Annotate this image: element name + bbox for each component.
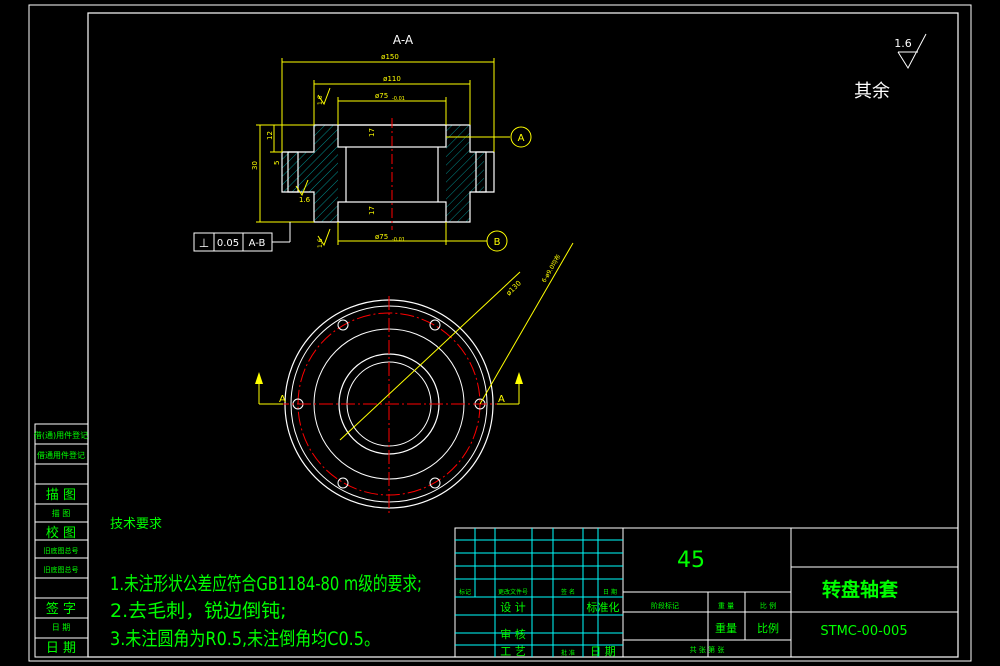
dim-d150: ø150	[381, 53, 399, 61]
flange-hole-right	[475, 151, 487, 193]
svg-text:1.6: 1.6	[299, 196, 311, 204]
section-label: A-A	[393, 33, 414, 47]
datum-a-label: A	[518, 133, 525, 144]
hatch-left	[300, 125, 338, 222]
tech-item-3: 3.未注圆角为R0.5,未注倒角均C0.5。	[110, 628, 380, 650]
material-value: 45	[677, 548, 705, 573]
datum-b-label: B	[494, 237, 501, 248]
gdt-frame: ⊥ 0.05 A-B	[193, 222, 291, 252]
svg-text:日 期: 日 期	[603, 588, 617, 596]
dim-d75-top: ø75	[375, 92, 388, 100]
svg-text:共 张 第 张: 共 张 第 张	[690, 645, 725, 654]
roughness-mark-3: 1.6	[317, 228, 331, 248]
tech-requirements: 技术要求 1.未注形状公差应符合GB1184-80 m级的要求; 2.去毛刺，锐…	[110, 517, 422, 650]
svg-text:借通用件登记: 借通用件登记	[37, 450, 85, 460]
svg-text:借(通)用件登记: 借(通)用件登记	[34, 430, 88, 440]
hatch-right	[446, 125, 484, 222]
title-block: 45 转盘轴套 STMC-00-005 标记 更改文件号 签 名 日 期 设 计…	[454, 527, 959, 658]
roughness-mark-2: 1.6	[295, 179, 311, 204]
svg-text:标记: 标记	[459, 588, 471, 596]
gdt-datum: A-B	[249, 238, 266, 249]
inner-frame	[87, 12, 959, 658]
svg-text:阶段标记: 阶段标记	[651, 601, 679, 610]
svg-text:1.6: 1.6	[317, 95, 324, 105]
side-strip: 借(通)用件登记 借通用件登记 描 图 描 图 校 图 旧底图总号 旧底图总号 …	[34, 423, 89, 658]
dim-holes: 6-ø9.0均布	[540, 253, 563, 284]
gdt-symbol: ⊥	[199, 236, 209, 250]
svg-text:审 核: 审 核	[500, 627, 526, 641]
tech-item-1: 1.未注形状公差应符合GB1184-80 m级的要求;	[110, 573, 422, 595]
dim-bore-top: 17	[368, 128, 376, 137]
dim-d110: ø110	[383, 75, 401, 83]
gdt-tolerance: 0.05	[217, 238, 239, 249]
dim-h-left2: 30	[251, 161, 259, 170]
svg-text:批 准: 批 准	[561, 649, 575, 657]
flange-hole-left	[287, 151, 299, 193]
svg-text:日 期: 日 期	[46, 641, 76, 656]
dim-d75-top-tol: -0.01	[392, 96, 405, 102]
svg-text:更改文件号: 更改文件号	[498, 588, 528, 596]
outer-frame	[28, 4, 972, 662]
svg-text:旧底图总号: 旧底图总号	[44, 565, 79, 574]
svg-text:A: A	[498, 394, 505, 405]
svg-text:比例: 比例	[757, 621, 779, 635]
datum-b-bubble	[486, 230, 508, 252]
svg-text:描 图: 描 图	[52, 508, 71, 518]
top-view: ø130 6-ø9.0均布 A A	[255, 242, 574, 513]
roughness-general-note: 其余	[854, 81, 890, 102]
dim-h-left1: 12	[266, 131, 274, 140]
datum-a-bubble	[510, 126, 532, 148]
pcd-leader	[339, 271, 521, 441]
svg-text:日 期: 日 期	[52, 623, 71, 632]
dim-d75-bot: ø75	[375, 233, 388, 241]
section-view: A-A ø150 ø110 ø75 -0.01	[193, 33, 532, 252]
svg-text:描 图: 描 图	[46, 488, 76, 503]
svg-text:旧底图总号: 旧底图总号	[44, 546, 79, 555]
hatch-flange-left	[282, 152, 300, 192]
roughness-general: 1.6 其余	[854, 33, 927, 102]
roughness-mark-1: 1.6	[317, 87, 331, 106]
svg-text:设 计: 设 计	[500, 601, 526, 614]
svg-text:签 字: 签 字	[46, 601, 76, 617]
dim-d75-bot-tol: -0.01	[392, 237, 405, 243]
roughness-general-value: 1.6	[894, 37, 912, 50]
dim-bore-bot: 17	[368, 206, 376, 215]
dim-pcd: ø130	[505, 279, 523, 297]
svg-text:比 例: 比 例	[760, 601, 776, 610]
svg-text:A: A	[279, 394, 286, 405]
drawing-number: STMC-00-005	[820, 624, 907, 639]
svg-text:重量: 重量	[715, 621, 737, 635]
svg-text:重 量: 重 量	[718, 602, 734, 610]
svg-text:标准化: 标准化	[587, 600, 620, 614]
section-arrow-right: A	[497, 372, 523, 405]
section-arrow-left: A	[255, 372, 286, 405]
tech-title: 技术要求	[110, 517, 162, 532]
svg-text:签 名: 签 名	[561, 588, 575, 596]
svg-text:1.6: 1.6	[317, 238, 324, 248]
tech-item-2: 2.去毛刺，锐边倒钝;	[110, 600, 287, 622]
dim-h-left3: 5	[273, 161, 281, 165]
part-name: 转盘轴套	[822, 578, 899, 601]
svg-text:工 艺: 工 艺	[500, 645, 526, 658]
svg-text:校 图: 校 图	[46, 525, 76, 541]
svg-text:日 期: 日 期	[590, 645, 616, 658]
holes-leader	[479, 242, 574, 405]
